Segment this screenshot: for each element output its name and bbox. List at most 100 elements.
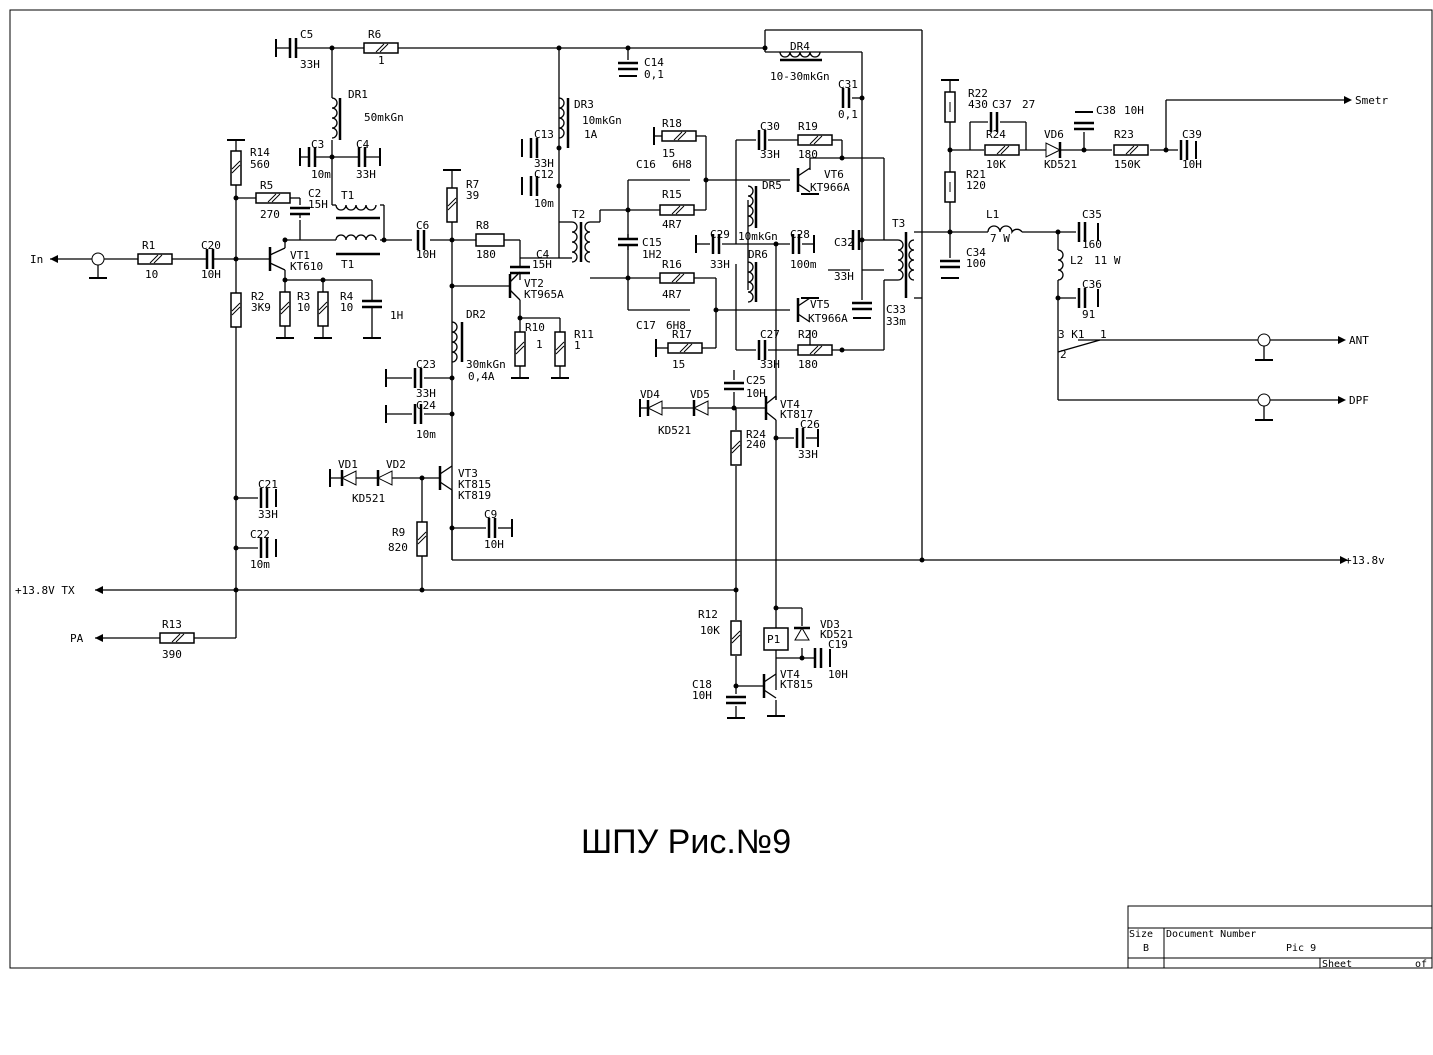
- c24-value: 10m: [416, 428, 436, 441]
- r21-value: 120: [966, 179, 986, 192]
- vd2-ref: VD2: [386, 458, 406, 471]
- resistors: [137, 42, 1149, 656]
- c4b-ref: C4: [536, 248, 550, 261]
- size-label: Size: [1129, 929, 1153, 940]
- c31-ref: C31: [838, 78, 858, 91]
- c38-value: 10H: [1124, 104, 1144, 117]
- k1-ref: 3 K1: [1058, 328, 1085, 341]
- r4-value: 10: [340, 301, 353, 314]
- c27-value: 33H: [760, 358, 780, 371]
- dr2-value: 30mkGn: [466, 358, 506, 371]
- c15-value: 1H2: [642, 248, 662, 261]
- r18-ref: R18: [662, 117, 682, 130]
- vt3-ref: VT3: [458, 467, 478, 480]
- c18-ref: C18: [692, 678, 712, 691]
- c9-value: 10H: [484, 538, 504, 551]
- port-ant-label: ANT: [1349, 334, 1369, 347]
- dr3-current: 1A: [584, 128, 598, 141]
- r7-ref: R7: [466, 178, 479, 191]
- vd6-value: KD521: [1044, 158, 1077, 171]
- c26-ref: C26: [800, 418, 820, 431]
- r24a-value: 240: [746, 438, 766, 451]
- t2-ref: T2: [572, 208, 585, 221]
- c18-value: 10H: [692, 689, 712, 702]
- c21-value: 33H: [258, 508, 278, 521]
- port-pa-label: PA: [70, 632, 84, 645]
- r14-value: 560: [250, 158, 270, 171]
- c38-ref: C38: [1096, 104, 1116, 117]
- c35-ref: C35: [1082, 208, 1102, 221]
- c34-ref: C34: [966, 246, 986, 259]
- c31-value: 0,1: [838, 108, 858, 121]
- r5-value: 270: [260, 208, 280, 221]
- r6-ref: R6: [368, 28, 381, 41]
- vt3-value: KT815: [458, 478, 491, 491]
- c35-value: 160: [1082, 238, 1102, 251]
- r18-value: 15: [662, 147, 675, 160]
- inductors: [331, 51, 1064, 363]
- r19-ref: R19: [798, 120, 818, 133]
- r22-ref: R22: [968, 87, 988, 100]
- dr5-ref: DR5: [762, 179, 782, 192]
- vt6-ref: VT6: [824, 168, 844, 181]
- sheet-border: [9, 9, 1433, 969]
- doc-number-value: Pic 9: [1286, 943, 1316, 954]
- c33-value: 33m: [886, 315, 906, 328]
- c13-ref: C13: [534, 128, 554, 141]
- c33-ref: C33: [886, 303, 906, 316]
- c5-ref: C5: [300, 28, 313, 41]
- capacitors: [204, 35, 1190, 706]
- r19-value: 180: [798, 148, 818, 161]
- doc-number-label: Document Number: [1166, 929, 1256, 940]
- c17-ref: C17: [636, 319, 656, 332]
- port-smetr-label: Smetr: [1355, 94, 1388, 107]
- r12-value: 10K: [700, 624, 720, 637]
- r6-value: 1: [378, 54, 385, 67]
- c23-ref: C23: [416, 358, 436, 371]
- c27-ref: C27: [760, 328, 780, 341]
- vt4b-ref: VT4: [780, 668, 800, 681]
- c14-ref: C14: [644, 56, 664, 69]
- dr1-value: 50mkGn: [364, 111, 404, 124]
- vd6-ref: VD6: [1044, 128, 1064, 141]
- c4b-value: 15H: [532, 258, 552, 271]
- port-arrows: [50, 96, 1352, 642]
- t3-ref: T3: [892, 217, 905, 230]
- c32-value: 33H: [834, 270, 854, 283]
- r14-ref: R14: [250, 146, 270, 159]
- c16-value: 6H8: [672, 158, 692, 171]
- c20-ref: C20: [201, 239, 221, 252]
- sheet-label: Sheet: [1322, 959, 1352, 970]
- r22-value: 430: [968, 98, 988, 111]
- c39-ref: C39: [1182, 128, 1202, 141]
- r9-ref: R9: [392, 526, 405, 539]
- c36-ref: C36: [1082, 278, 1102, 291]
- kd521a-value: KD521: [352, 492, 385, 505]
- vt1-value: KT610: [290, 260, 323, 273]
- c29-value: 33H: [710, 258, 730, 271]
- kd521b-value: KD521: [658, 424, 691, 437]
- dr2-current: 0,4A: [468, 370, 495, 383]
- r3-value: 10: [297, 301, 310, 314]
- coax-connectors: [91, 252, 1271, 407]
- c2-ref: C2: [308, 187, 321, 200]
- title-block: Size B Document Number Pic 9 Sheet of: [1127, 905, 1433, 970]
- vt1-ref: VT1: [290, 249, 310, 262]
- c21-ref: C21: [258, 478, 278, 491]
- c37-ref: C37: [992, 98, 1012, 111]
- r20-value: 180: [798, 358, 818, 371]
- r17-value: 15: [672, 358, 685, 371]
- c29-ref: C29: [710, 228, 730, 241]
- c15-ref: C15: [642, 236, 662, 249]
- dr56-value: 10mkGn: [738, 230, 778, 243]
- c5-value: 33H: [300, 58, 320, 71]
- l2-value: 11 W: [1094, 254, 1121, 267]
- c26-value: 33H: [798, 448, 818, 461]
- c37-value: 27: [1022, 98, 1035, 111]
- vd1-ref: VD1: [338, 458, 358, 471]
- c4a-ref: C4: [356, 138, 370, 151]
- r13-value: 390: [162, 648, 182, 661]
- r15-ref: R15: [662, 188, 682, 201]
